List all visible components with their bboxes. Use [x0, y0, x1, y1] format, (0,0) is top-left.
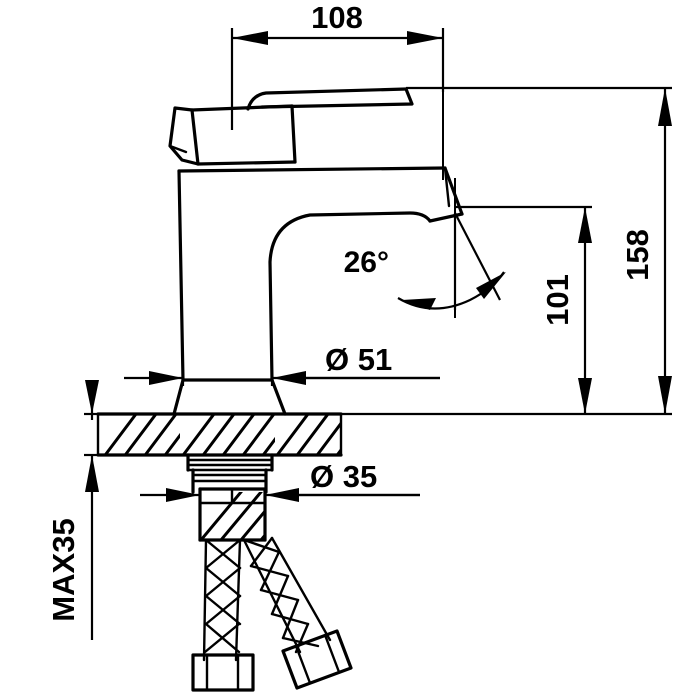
flex-hose-left: [202, 538, 242, 662]
counter-hatch-mid: [180, 414, 275, 456]
dimension-label-d35: Ø 35: [310, 459, 377, 494]
dimension-d51: Ø 51: [124, 342, 440, 386]
counter-hatch-left: [102, 414, 180, 456]
dimension-label-158: 158: [620, 229, 655, 281]
dimension-label-108: 108: [311, 0, 363, 35]
dimension-label-101: 101: [540, 274, 575, 326]
dimension-label-angle-26: 26°: [344, 246, 389, 279]
dimension-158: 158: [620, 88, 672, 414]
cartridge-housing: [190, 104, 297, 166]
dimension-label-d51: Ø 51: [325, 342, 392, 377]
countertop: [96, 412, 343, 457]
counter-hatch-right: [275, 414, 341, 456]
lever-handle: [168, 87, 414, 166]
dimension-label-max35: MAX35: [46, 518, 81, 621]
dimension-101: 101: [540, 207, 592, 414]
dimension-angle-26: 26°: [344, 212, 506, 310]
mounting-nut: [198, 487, 267, 542]
nut-hatch: [200, 492, 265, 540]
flex-hose-right: [242, 536, 332, 654]
braid-right: [242, 536, 320, 654]
dimension-max35: MAX35: [46, 380, 99, 640]
hose-fitting-right: [281, 629, 353, 690]
threaded-shank: [186, 453, 274, 494]
hose-fitting-left: [191, 653, 255, 692]
braid-left: [203, 538, 242, 654]
dimension-108: 108: [230, 0, 445, 130]
dimension-d35: Ø 35: [140, 459, 420, 502]
